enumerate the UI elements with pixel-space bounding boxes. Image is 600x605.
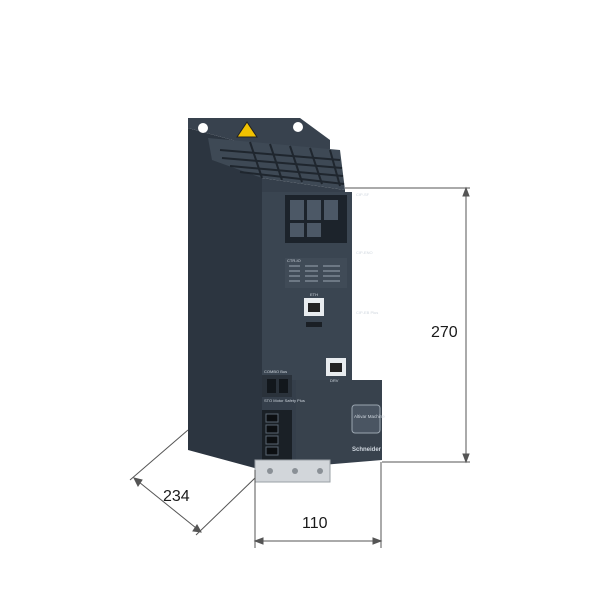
drive-side-panel (188, 128, 262, 470)
rj45-top-label: ETH (310, 292, 318, 297)
mid-label-2: CIP-EB Plus (356, 310, 378, 315)
rj45-port-bottom-socket (330, 363, 342, 372)
plate-hole-2 (292, 468, 298, 474)
rj45-bottom-label: DRV (330, 378, 339, 383)
bottom-label-2: STO Motor Safety Plus (264, 398, 305, 403)
io-label-lines (289, 265, 340, 282)
height-dimension: 270 (431, 324, 458, 341)
top-ports-label: CIP-SF (356, 192, 370, 197)
bus-connector-slot-1 (267, 379, 276, 393)
power-terminal-slots (265, 413, 279, 456)
rj45-port-top-socket (308, 303, 320, 312)
vent-grid (219, 141, 345, 187)
io-terminal-slots (290, 200, 338, 237)
depth-dimension: 234 (163, 488, 190, 505)
plate-hole-1 (267, 468, 273, 474)
io-label-panel (285, 258, 347, 288)
brand-badge (351, 404, 381, 434)
brand-badge-text: Altivar Machine (354, 414, 385, 419)
mount-hole-left (198, 123, 208, 133)
plate-hole-3 (317, 468, 323, 474)
mount-hole-right (293, 122, 303, 132)
bus-connector-slot-2 (279, 379, 288, 393)
io-label: CTR-IO (287, 258, 301, 263)
width-dimension: 110 (302, 515, 328, 532)
warning-triangle-icon (236, 121, 258, 138)
usb-slot (306, 322, 322, 327)
bottom-label-1: COMBO Bus (264, 369, 287, 374)
mid-label-1: CIP-ENO (356, 250, 373, 255)
brand-name: Schneider (352, 447, 382, 453)
dimension-lines (129, 186, 470, 548)
